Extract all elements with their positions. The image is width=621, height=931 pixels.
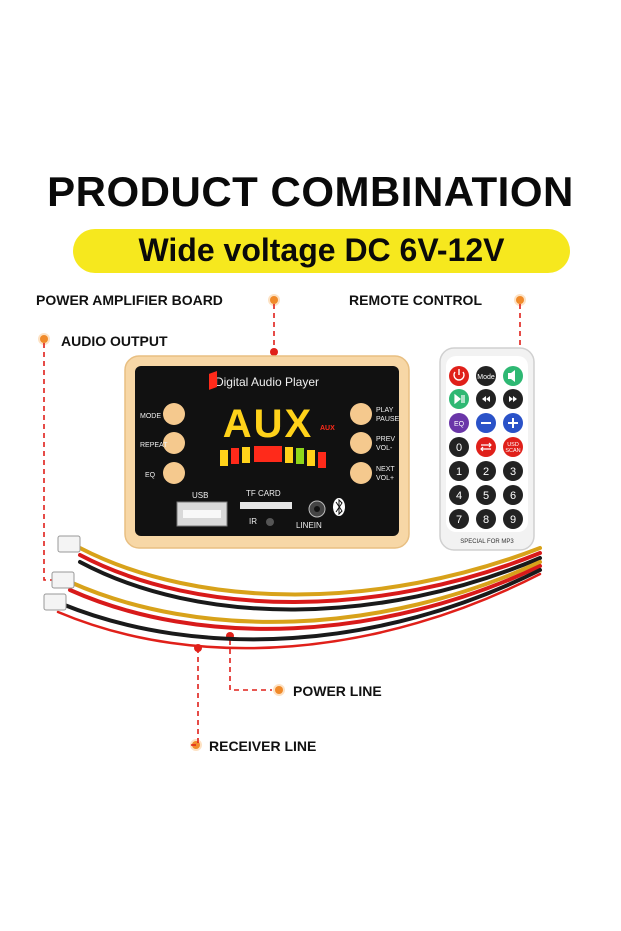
connectors	[43, 535, 81, 611]
board-display-text: AUX	[223, 402, 313, 446]
board-btn-pause: PAUSE	[376, 416, 400, 423]
remote-mode-button	[476, 366, 496, 386]
wire-yellow-1	[78, 546, 542, 597]
wire-red-2	[68, 564, 542, 631]
remote-key-6: 6	[510, 490, 516, 502]
callout-dot-board	[270, 296, 278, 304]
remote-power-button	[449, 366, 469, 386]
remote-mode-label: Mode	[477, 374, 495, 381]
board-usb-label: USB	[192, 491, 208, 500]
remote-scan-label: SCAN	[505, 448, 520, 454]
wire-red-1	[78, 551, 542, 604]
board-ir-label: IR	[249, 517, 257, 526]
wire-red-thin	[56, 572, 542, 650]
leader-receiver-line	[190, 648, 199, 746]
callout-remote-control: REMOTE CONTROL	[349, 292, 482, 308]
wire-bundle	[56, 546, 542, 650]
callout-dot-audio-output	[40, 335, 48, 343]
voltage-banner	[73, 229, 570, 273]
callout-receiver-line: RECEIVER LINE	[209, 738, 317, 754]
connector-2	[51, 571, 75, 589]
remote-key-1: 1	[456, 466, 462, 478]
wire-black-1	[78, 556, 542, 612]
board-btn-vol-up: VOL+	[376, 475, 394, 482]
voltage-banner-text: Wide voltage DC 6V-12V	[138, 232, 505, 268]
remote-key-8: 8	[483, 514, 489, 526]
board-title: Digital Audio Player	[215, 375, 319, 389]
board-btn-play: PLAY	[376, 407, 394, 414]
board-btn-prev: PREV	[376, 436, 395, 443]
leader-audio-output	[43, 343, 64, 581]
remote-key-5: 5	[483, 490, 489, 502]
remote-key-0-label: 0	[456, 442, 462, 454]
remote-key-9: 9	[510, 514, 516, 526]
leader-end-board	[270, 348, 278, 356]
callout-power-amplifier-board: POWER AMPLIFIER BOARD	[36, 292, 223, 308]
leader-lines	[43, 304, 521, 746]
board-linein-label: LINEIN	[296, 521, 322, 530]
remote-eq-button	[449, 413, 469, 433]
leader-power-line	[229, 640, 272, 691]
board-btn-vol-down: VOL-	[376, 445, 393, 452]
remote-repeat-button	[476, 437, 496, 457]
remote-eq-label: EQ	[454, 421, 465, 428]
wire-yellow-2	[68, 560, 542, 624]
remote-key-3: 3	[510, 466, 516, 478]
remote-control: Mode EQ 0 USD SCAN 1 2 3 4 5 6 7	[439, 347, 535, 551]
remote-usd-label: USD	[507, 442, 519, 448]
callout-dot-remote	[516, 296, 524, 304]
connector-1	[57, 535, 81, 553]
callout-power-line: POWER LINE	[293, 683, 382, 699]
page-title: PRODUCT COMBINATION	[47, 168, 574, 215]
remote-key-7: 7	[456, 514, 462, 526]
board-btn-eq: EQ	[145, 472, 156, 479]
spectrum-meter	[209, 371, 326, 468]
board-tf-card-label: TF CARD	[246, 489, 281, 498]
connector-3	[43, 593, 67, 611]
remote-footer-text: SPECIAL FOR MP3	[460, 539, 514, 545]
wire-black-2	[60, 568, 542, 642]
remote-key-4: 4	[456, 490, 462, 502]
board-btn-repeat: REPEAT	[140, 442, 168, 449]
board-btn-next: NEXT	[376, 466, 395, 473]
callout-audio-output: AUDIO OUTPUT	[61, 333, 168, 349]
board-display-tag: AUX	[320, 425, 335, 432]
remote-key-0	[449, 437, 469, 457]
remote-key-2: 2	[483, 466, 489, 478]
remote-digit-pad: 1 2 3 4 5 6 7 8 9	[449, 461, 523, 529]
board-btn-mode: MODE	[140, 413, 161, 420]
callout-dot-power-line	[275, 686, 283, 694]
remote-usd-scan-button	[503, 437, 523, 457]
amplifier-board: Digital Audio Player MODE REPEAT EQ PLAY…	[124, 355, 410, 549]
